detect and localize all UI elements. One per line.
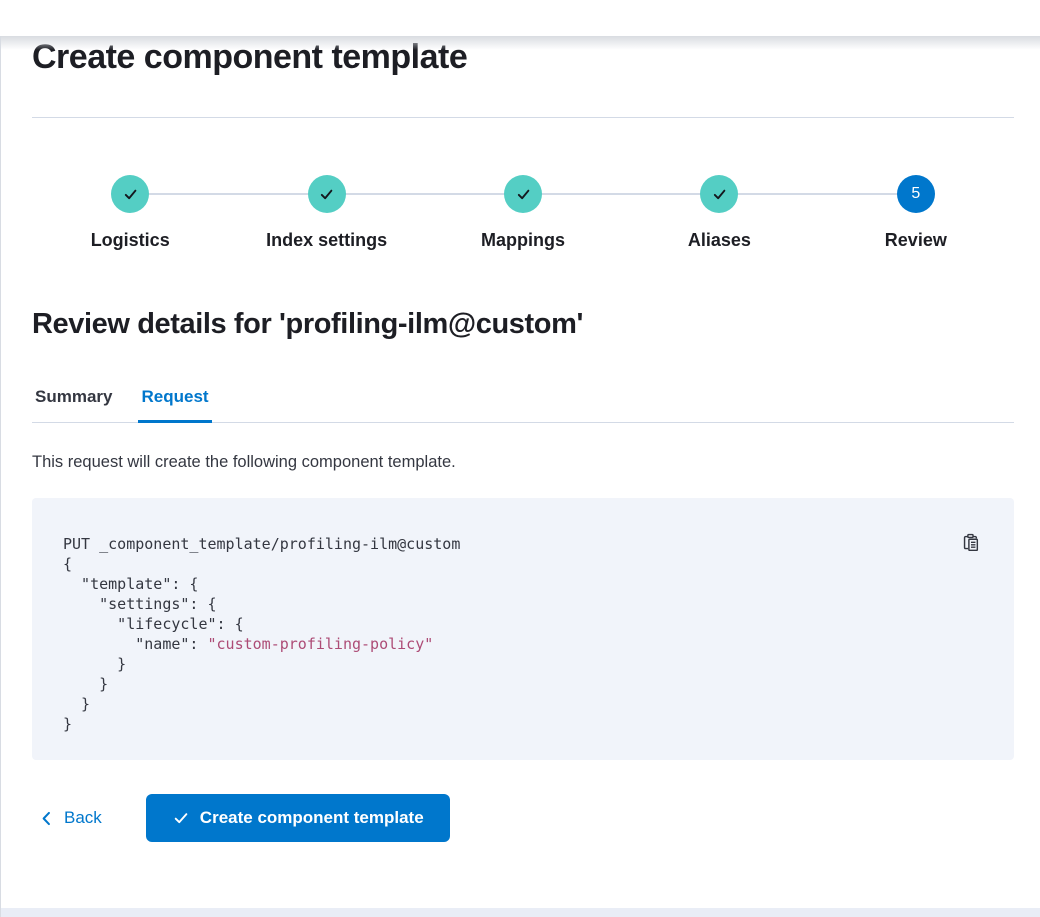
bottom-strip	[1, 908, 1040, 917]
back-button[interactable]: Back	[38, 806, 102, 830]
review-heading: Review details for 'profiling-ilm@custom…	[32, 308, 583, 340]
copy-clipboard-icon	[961, 533, 981, 553]
step-label: Index settings	[266, 230, 388, 250]
create-component-template-button[interactable]: Create component template	[145, 794, 450, 842]
tabs: Summary Request	[32, 385, 1014, 423]
check-icon	[307, 175, 346, 213]
chevron-left-icon	[38, 810, 55, 827]
step-number: 5	[896, 175, 935, 213]
step-mappings[interactable]: Mappings	[425, 175, 621, 252]
create-button-label: Create component template	[199, 808, 424, 827]
tab-request[interactable]: Request	[138, 385, 212, 423]
copy-button[interactable]	[958, 530, 984, 556]
step-logistics[interactable]: Logistics	[32, 175, 228, 252]
check-icon	[504, 175, 543, 213]
header-divider	[32, 117, 1014, 118]
step-label: Mappings	[481, 230, 566, 250]
step-aliases[interactable]: Aliases	[621, 175, 817, 252]
create-component-template-page: Create component template Logistics Index…	[1, 36, 1040, 842]
step-index-settings[interactable]: Index settings	[228, 175, 424, 252]
check-icon	[111, 175, 150, 213]
request-code-block: PUT _component_template/profiling-ilm@cu…	[32, 498, 1014, 760]
page-title: Create component template	[32, 38, 468, 76]
request-description: This request will create the following c…	[32, 453, 456, 471]
step-label: Review	[884, 230, 947, 250]
request-code: PUT _component_template/profiling-ilm@cu…	[63, 535, 461, 733]
check-icon	[700, 175, 739, 213]
tab-summary[interactable]: Summary	[32, 385, 115, 422]
back-button-label: Back	[64, 808, 102, 827]
check-icon	[172, 809, 190, 827]
step-label: Logistics	[90, 230, 170, 250]
step-label: Aliases	[687, 230, 751, 250]
footer-actions: Back Create component template	[32, 794, 1014, 842]
